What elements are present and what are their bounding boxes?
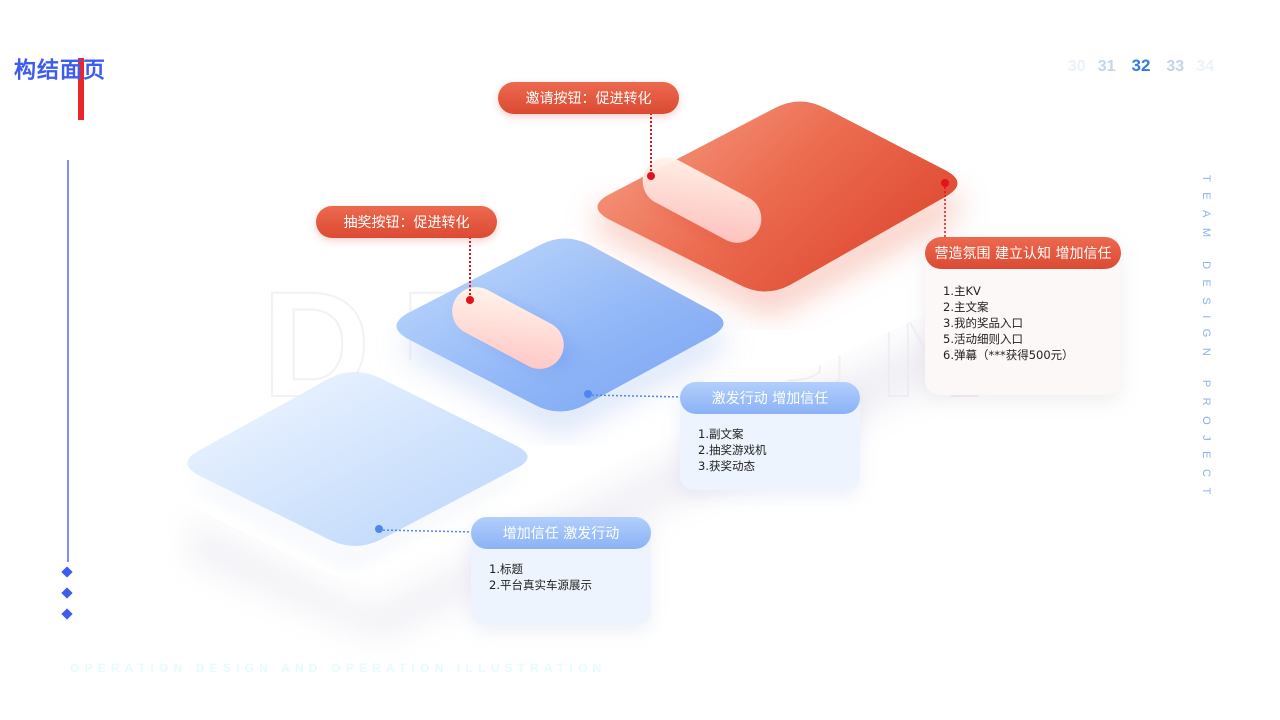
invite-button-callout: 邀请按钮：促进转化 bbox=[498, 82, 679, 114]
card-list: 1.主KV 2.主文案 3.我的奖品入口 5.活动细则入口 6.弹幕（***获得… bbox=[925, 269, 1121, 363]
card-title: 增加信任 激发行动 bbox=[471, 517, 651, 549]
diamond-icon bbox=[61, 566, 73, 578]
info-card-bottom: 增加信任 激发行动 1.标题 2.平台真实车源展示 bbox=[471, 517, 651, 625]
connector-lottery bbox=[466, 237, 474, 304]
diamond-icon bbox=[61, 587, 73, 599]
lottery-button-callout: 抽奖按钮：促进转化 bbox=[316, 206, 497, 238]
callout-label: 抽奖按钮：促进转化 bbox=[343, 215, 470, 231]
page-number[interactable]: 34 bbox=[1196, 58, 1214, 75]
connector-middle-card bbox=[584, 390, 685, 398]
light-tile bbox=[187, 372, 528, 546]
left-divider-line bbox=[67, 160, 69, 562]
page-title: 页面结构 bbox=[10, 58, 104, 80]
page-number[interactable]: 31 bbox=[1097, 58, 1116, 75]
connector-bottom-card bbox=[375, 525, 475, 533]
callout-label: 邀请按钮：促进转化 bbox=[525, 91, 652, 107]
card-item: 2.抽奖游戏机 bbox=[698, 443, 767, 457]
decorative-dots bbox=[61, 566, 73, 631]
blue-tile bbox=[396, 238, 724, 412]
card-title: 激发行动 增加信任 bbox=[680, 382, 860, 414]
card-item: 5.活动细则入口 bbox=[943, 332, 1023, 346]
connector-invite bbox=[647, 113, 655, 180]
bottom-tagline: OPERATION DESIGN AND OPERATION ILLUSTRAT… bbox=[70, 661, 607, 675]
card-item: 3.获奖动态 bbox=[698, 459, 755, 473]
card-list: 1.副文案 2.抽奖游戏机 3.获奖动态 bbox=[680, 414, 860, 474]
side-caption: TEAM DESIGN PROJECT bbox=[1200, 175, 1212, 505]
invite-button-shape bbox=[642, 157, 762, 243]
page-number[interactable]: 30 bbox=[1067, 58, 1086, 75]
page-number-current[interactable]: 32 bbox=[1131, 56, 1151, 75]
info-card-top: 营造氛围 建立认知 增加信任 1.主KV 2.主文案 3.我的奖品入口 5.活动… bbox=[925, 237, 1121, 395]
card-item: 3.我的奖品入口 bbox=[943, 316, 1023, 330]
card-item: 6.弹幕（***获得500元） bbox=[943, 348, 1074, 362]
red-tile bbox=[597, 101, 958, 292]
lottery-button-shape bbox=[452, 287, 564, 369]
card-title: 营造氛围 建立认知 增加信任 bbox=[925, 237, 1121, 269]
card-item: 1.副文案 bbox=[698, 427, 744, 441]
info-card-middle: 激发行动 增加信任 1.副文案 2.抽奖游戏机 3.获奖动态 bbox=[680, 382, 860, 490]
card-item: 1.主KV bbox=[943, 284, 981, 298]
card-item: 2.主文案 bbox=[943, 300, 989, 314]
card-list: 1.标题 2.平台真实车源展示 bbox=[471, 549, 651, 593]
page-number[interactable]: 33 bbox=[1166, 58, 1185, 75]
page-numbers: 30 31 32 33 34 bbox=[1068, 56, 1214, 76]
connector-top-card bbox=[941, 179, 949, 238]
card-item: 2.平台真实车源展示 bbox=[489, 578, 592, 592]
diamond-icon bbox=[61, 608, 73, 620]
title-accent-bar bbox=[78, 58, 84, 120]
card-item: 1.标题 bbox=[489, 562, 523, 576]
